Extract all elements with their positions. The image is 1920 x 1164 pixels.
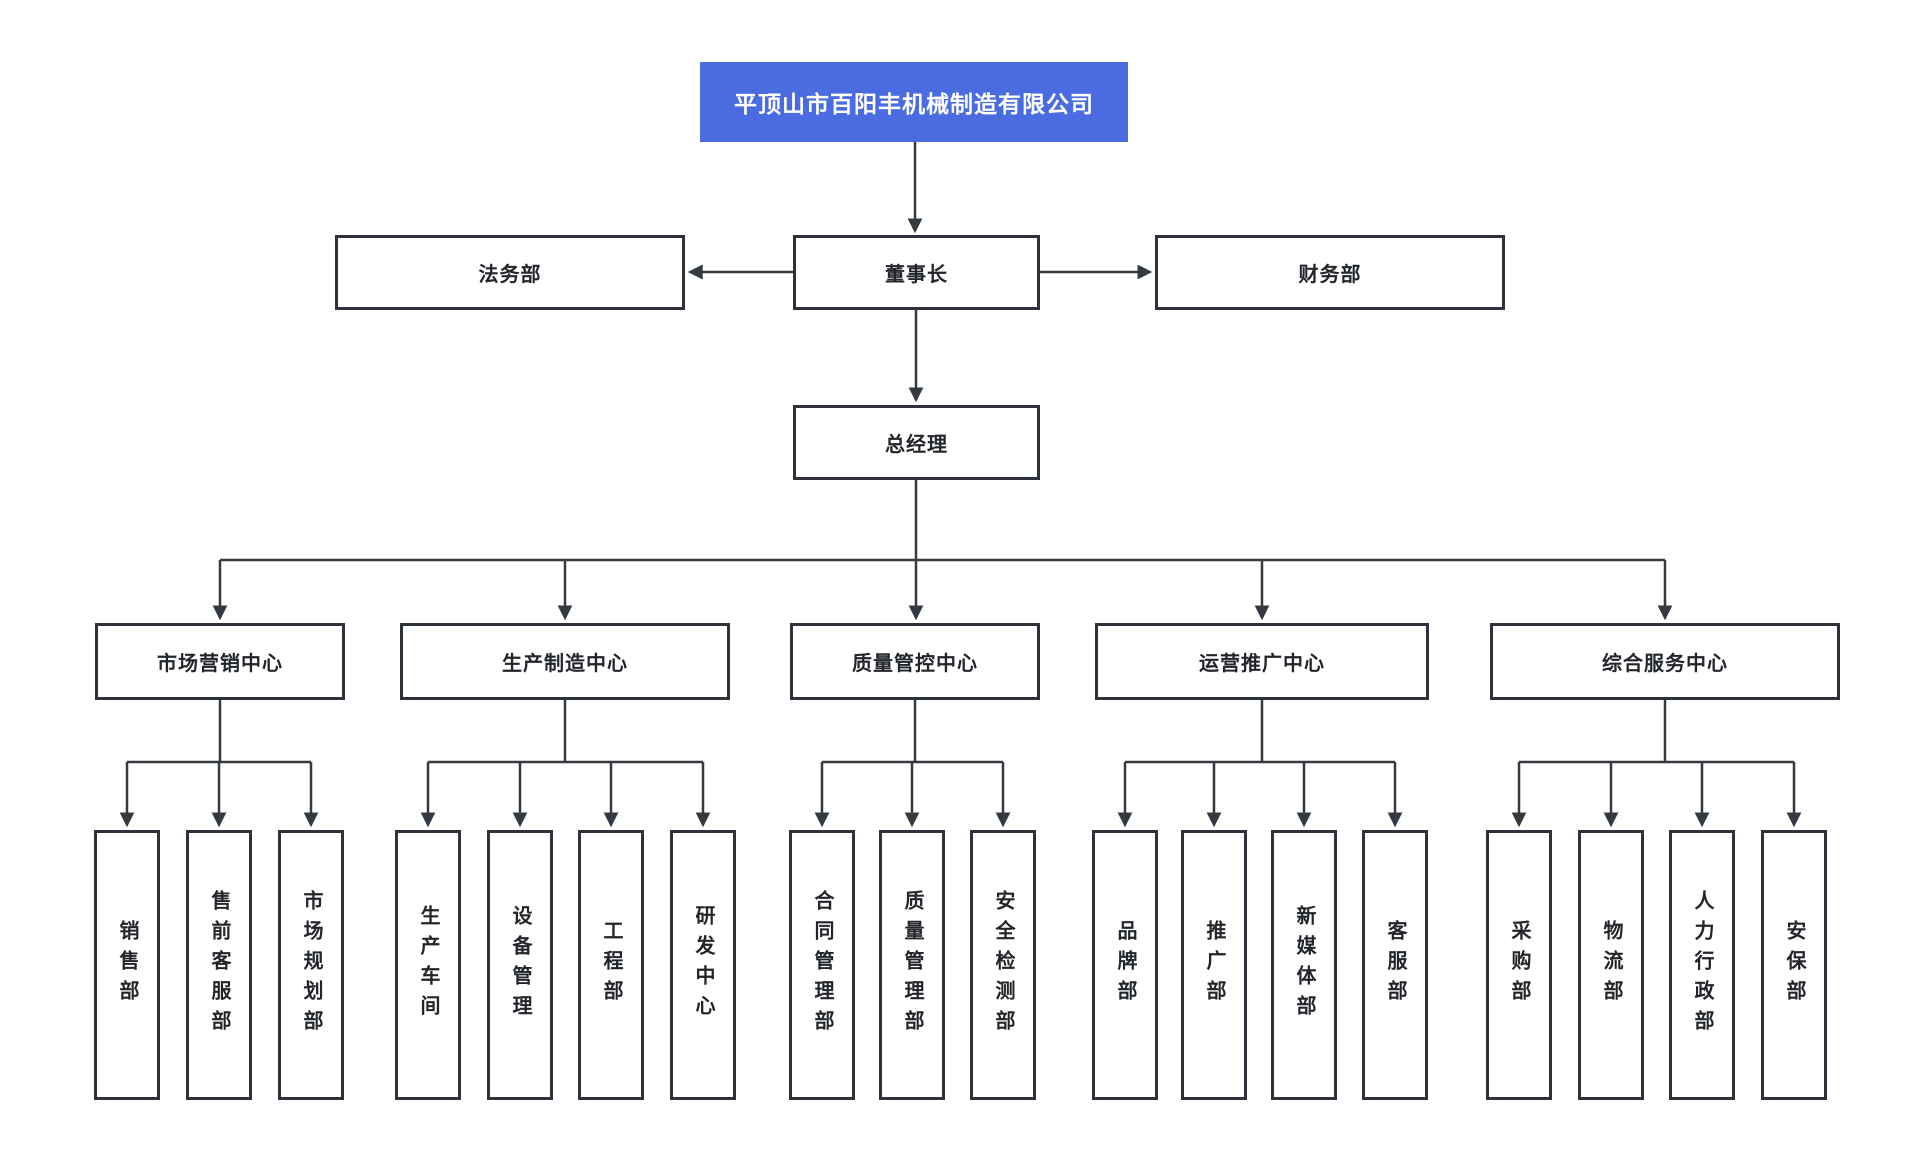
node-dept-safety-inspection: 安全检测部 [970, 830, 1036, 1100]
node-dept-contract-management: 合同管理部 [789, 830, 855, 1100]
node-dept-quality-management: 质量管理部 [879, 830, 945, 1100]
dept-engineering-label: 工程部 [600, 920, 622, 1010]
node-chairman: 董事长 [793, 235, 1040, 310]
node-quality-center: 质量管控中心 [790, 623, 1040, 700]
node-general-manager: 总经理 [793, 405, 1040, 480]
dept-logistics-label: 物流部 [1600, 920, 1622, 1010]
node-production-center: 生产制造中心 [400, 623, 730, 700]
production-center-label: 生产制造中心 [502, 653, 628, 675]
node-finance-dept: 财务部 [1155, 235, 1505, 310]
services-center-label: 综合服务中心 [1602, 653, 1728, 675]
node-services-center: 综合服务中心 [1490, 623, 1840, 700]
dept-equipment-management-label: 设备管理 [509, 905, 531, 1025]
company-root-label: 平顶山市百阳丰机械制造有限公司 [734, 91, 1094, 117]
node-dept-hr-admin: 人力行政部 [1669, 830, 1735, 1100]
node-dept-promotion: 推广部 [1181, 830, 1247, 1100]
node-dept-customer-service: 客服部 [1362, 830, 1428, 1100]
chairman-label: 董事长 [885, 264, 948, 286]
node-dept-logistics: 物流部 [1578, 830, 1644, 1100]
dept-procurement-label: 采购部 [1508, 920, 1530, 1010]
dept-quality-management-label: 质量管理部 [901, 890, 923, 1040]
general-manager-label: 总经理 [885, 434, 948, 456]
dept-promotion-label: 推广部 [1203, 920, 1225, 1010]
node-dept-market-planning: 市场规划部 [278, 830, 344, 1100]
node-marketing-center: 市场营销中心 [95, 623, 345, 700]
node-operations-center: 运营推广中心 [1095, 623, 1429, 700]
quality-center-label: 质量管控中心 [852, 653, 978, 675]
node-dept-procurement: 采购部 [1486, 830, 1552, 1100]
dept-security-label: 安保部 [1783, 920, 1805, 1010]
operations-center-label: 运营推广中心 [1199, 653, 1325, 675]
dept-brand-label: 品牌部 [1114, 920, 1136, 1010]
node-dept-brand: 品牌部 [1092, 830, 1158, 1100]
dept-hr-admin-label: 人力行政部 [1691, 890, 1713, 1040]
node-dept-production-workshop: 生产车间 [395, 830, 461, 1100]
marketing-center-label: 市场营销中心 [157, 653, 283, 675]
dept-contract-management-label: 合同管理部 [811, 890, 833, 1040]
dept-safety-inspection-label: 安全检测部 [992, 890, 1014, 1040]
node-dept-equipment-management: 设备管理 [487, 830, 553, 1100]
node-dept-sales: 销售部 [94, 830, 160, 1100]
node-dept-presales-service: 售前客服部 [186, 830, 252, 1100]
dept-sales-label: 销售部 [116, 920, 138, 1010]
dept-new-media-label: 新媒体部 [1293, 905, 1315, 1025]
node-company-root: 平顶山市百阳丰机械制造有限公司 [700, 62, 1128, 142]
node-dept-security: 安保部 [1761, 830, 1827, 1100]
dept-presales-service-label: 售前客服部 [208, 890, 230, 1040]
dept-market-planning-label: 市场规划部 [300, 890, 322, 1040]
finance-dept-label: 财务部 [1298, 264, 1362, 286]
dept-customer-service-label: 客服部 [1384, 920, 1406, 1010]
node-dept-engineering: 工程部 [578, 830, 644, 1100]
dept-production-workshop-label: 生产车间 [417, 905, 439, 1025]
legal-dept-label: 法务部 [478, 264, 542, 286]
node-dept-rd-center: 研发中心 [670, 830, 736, 1100]
node-dept-new-media: 新媒体部 [1271, 830, 1337, 1100]
dept-rd-center-label: 研发中心 [692, 905, 714, 1025]
node-legal-dept: 法务部 [335, 235, 685, 310]
